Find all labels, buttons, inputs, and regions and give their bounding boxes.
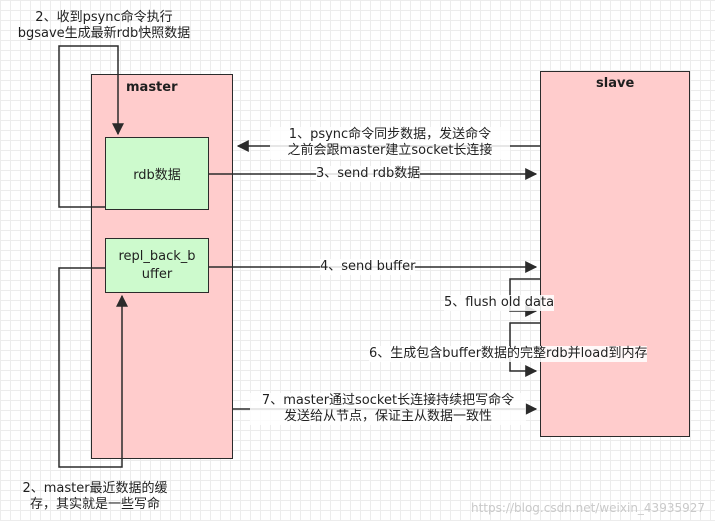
step1-label: 1、psync命令同步数据，发送命令 之前会跟master建立socket长连接: [270, 127, 510, 159]
step2-top-label: 2、收到psync命令执行 bgsave生成最新rdb快照数据: [0, 10, 208, 42]
repl-back-buffer-box: repl_back_b uffer: [105, 238, 209, 293]
step2-bottom-label: 2、master最近数据的缓 存，其实就是一些写命: [0, 481, 190, 513]
step2-bottom-line2: 存，其实就是一些写命: [29, 497, 160, 512]
step2-top-line1: 2、收到psync命令执行: [35, 10, 173, 25]
step7-line1: 7、master通过socket长连接持续把写命令: [261, 393, 515, 408]
step6-label: 6、生成包含buffer数据的完整rdb并load到内存: [369, 346, 648, 362]
step1-line1: 1、psync命令同步数据，发送命令: [288, 127, 492, 142]
step7-label: 7、master通过socket长连接持续把写命令 发送给从节点，保证主从数据一…: [250, 393, 526, 425]
step4-label: 4、send buffer: [320, 259, 416, 275]
step5-label: 5、flush old data: [444, 295, 555, 311]
step2-top-loop: [58, 45, 124, 208]
repl-buffer-label-line2: uffer: [141, 266, 173, 282]
step2-top-line2: bgsave生成最新rdb快照数据: [17, 26, 191, 41]
step1-line2: 之前会跟master建立socket长连接: [287, 143, 493, 158]
step3-label: 3、send rdb数据: [316, 166, 421, 182]
watermark: https://blog.csdn.net/weixin_43935927: [470, 501, 705, 515]
step2-bottom-line1: 2、master最近数据的缓: [22, 481, 168, 496]
slave-node: [540, 71, 690, 437]
rdb-data-box: rdb数据: [105, 137, 209, 210]
rdb-data-label: rdb数据: [133, 168, 181, 183]
master-title: master: [126, 80, 178, 95]
step2-bottom-loop: [58, 267, 128, 468]
step7-line2: 发送给从节点，保证主从数据一致性: [283, 409, 492, 424]
repl-buffer-label-line1: repl_back_b: [118, 248, 196, 264]
slave-title: slave: [596, 76, 635, 91]
